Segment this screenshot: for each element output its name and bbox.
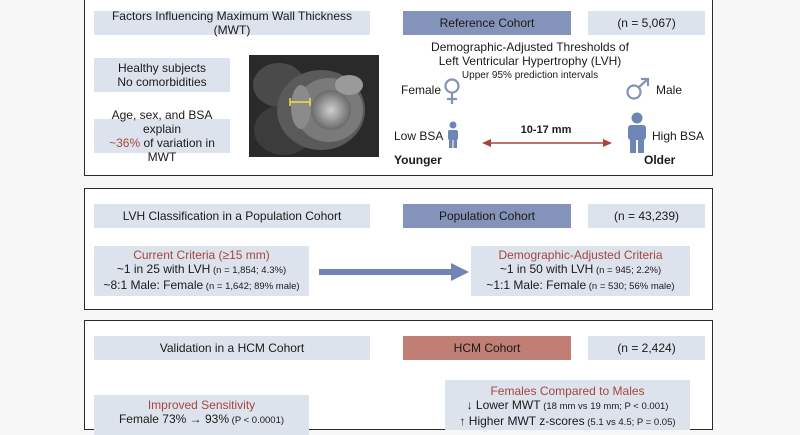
sensitivity-title: Improved Sensitivity bbox=[147, 398, 256, 412]
adjusted-criteria-box: Demographic-Adjusted Criteria ~1 in 50 w… bbox=[471, 246, 690, 296]
reference-cohort-label: Reference Cohort bbox=[403, 11, 571, 35]
reference-cohort-count: (n = 5,067) bbox=[588, 11, 705, 35]
current-criteria-title: Current Criteria (≥15 mm) bbox=[133, 248, 270, 262]
population-cohort-count: (n = 43,239) bbox=[588, 204, 705, 228]
hcm-cohort-count: (n = 2,424) bbox=[588, 336, 705, 360]
cardiac-mri-image bbox=[249, 55, 379, 157]
variation-explained-box: Age, sex, and BSA explain ~36% of variat… bbox=[94, 108, 230, 164]
female-symbol-icon bbox=[444, 78, 460, 104]
mwt-factors-title: Factors Influencing Maximum Wall Thickne… bbox=[94, 9, 370, 37]
females-vs-males-title: Females Compared to Males bbox=[490, 384, 645, 398]
current-criteria-box: Current Criteria (≥15 mm) ~1 in 25 with … bbox=[94, 246, 309, 296]
low-bsa-label: Low BSA bbox=[394, 129, 444, 143]
large-person-icon bbox=[628, 112, 646, 153]
population-cohort-label: Population Cohort bbox=[403, 204, 571, 228]
females-vs-males-box: Females Compared to Males ↓ Lower MWT (1… bbox=[445, 380, 690, 430]
male-symbol-icon bbox=[626, 77, 650, 100]
healthy-subjects-box: Healthy subjects No comorbidities bbox=[94, 58, 230, 92]
variation-percent: ~36% bbox=[109, 136, 141, 150]
hcm-cohort-label: HCM Cohort bbox=[403, 336, 571, 360]
reference-panel: Factors Influencing Maximum Wall Thickne… bbox=[84, 0, 713, 176]
female-label: Female bbox=[401, 83, 442, 97]
mwt-measure-marker bbox=[289, 98, 311, 106]
adjusted-criteria-title: Demographic-Adjusted Criteria bbox=[498, 248, 663, 262]
younger-label: Younger bbox=[394, 153, 442, 167]
thresholds-heading: Demographic-Adjusted Thresholds of Left … bbox=[431, 40, 629, 68]
population-panel: LVH Classification in a Population Cohor… bbox=[84, 188, 713, 310]
small-person-icon bbox=[448, 121, 458, 148]
high-bsa-label: High BSA bbox=[652, 129, 705, 143]
thresholds-subtitle: Upper 95% prediction intervals bbox=[461, 70, 599, 81]
range-double-arrow bbox=[482, 139, 612, 147]
lvh-classification-title: LVH Classification in a Population Cohor… bbox=[94, 204, 370, 228]
mri-heart-illustration bbox=[249, 55, 379, 157]
improved-sensitivity-box: Improved Sensitivity Female 73% → 93% (P… bbox=[94, 395, 309, 435]
older-label: Older bbox=[644, 153, 676, 167]
male-label: Male bbox=[656, 83, 683, 97]
hcm-panel: Validation in a HCM Cohort HCM Cohort (n… bbox=[84, 320, 713, 435]
classification-arrow bbox=[319, 263, 469, 281]
hcm-validation-title: Validation in a HCM Cohort bbox=[94, 336, 370, 360]
wall-thickness-range: 10-17 mm bbox=[520, 124, 572, 136]
